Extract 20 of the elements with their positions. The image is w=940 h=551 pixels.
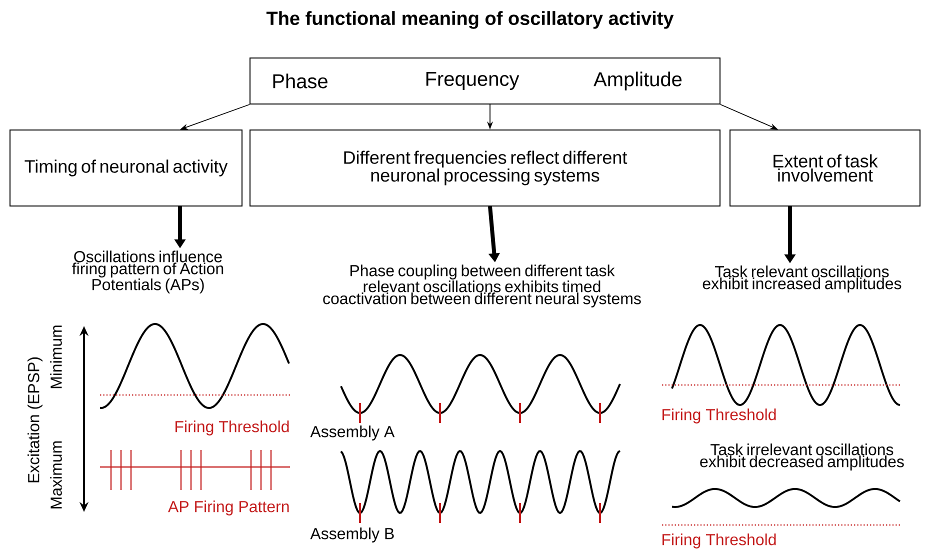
axis-label: Excitation (EPSP) bbox=[28, 357, 42, 482]
assembly-label: Assembly B bbox=[310, 528, 394, 542]
axis-label: Minimum bbox=[50, 326, 62, 388]
assembly-label: Assembly A bbox=[310, 426, 395, 440]
axis-label: Maximum bbox=[50, 441, 62, 508]
category-box: Extent of task involvement bbox=[730, 130, 920, 206]
description-text: Oscillations influence firing pattern of Action Potentials (APs) bbox=[72, 250, 224, 294]
concept-label: Amplitude bbox=[594, 72, 682, 90]
description-text: Phase coupling between different task relevant oscillations exhibits timed coactivation between different neural systems bbox=[323, 264, 641, 308]
threshold-label: Firing Threshold bbox=[176, 420, 289, 436]
threshold-label: Firing Threshold bbox=[662, 534, 776, 548]
category-box: Timing of neuronal activity bbox=[10, 130, 242, 206]
concept-label: Phase bbox=[273, 74, 328, 88]
title: The functional meaning of oscillatory activity bbox=[266, 11, 674, 29]
concept-label: Frequency bbox=[426, 72, 520, 90]
description-text: Task relevant oscillations exhibit increased amplitudes bbox=[702, 266, 902, 292]
threshold-label: Firing Threshold bbox=[662, 408, 776, 424]
category-box: Different frequencies reflect different neuronal processing systems bbox=[250, 130, 720, 206]
pattern-label: AP Firing Pattern bbox=[168, 500, 289, 516]
description-text: Task irrelevant oscillations exhibit decreased amplitudes bbox=[700, 444, 904, 470]
